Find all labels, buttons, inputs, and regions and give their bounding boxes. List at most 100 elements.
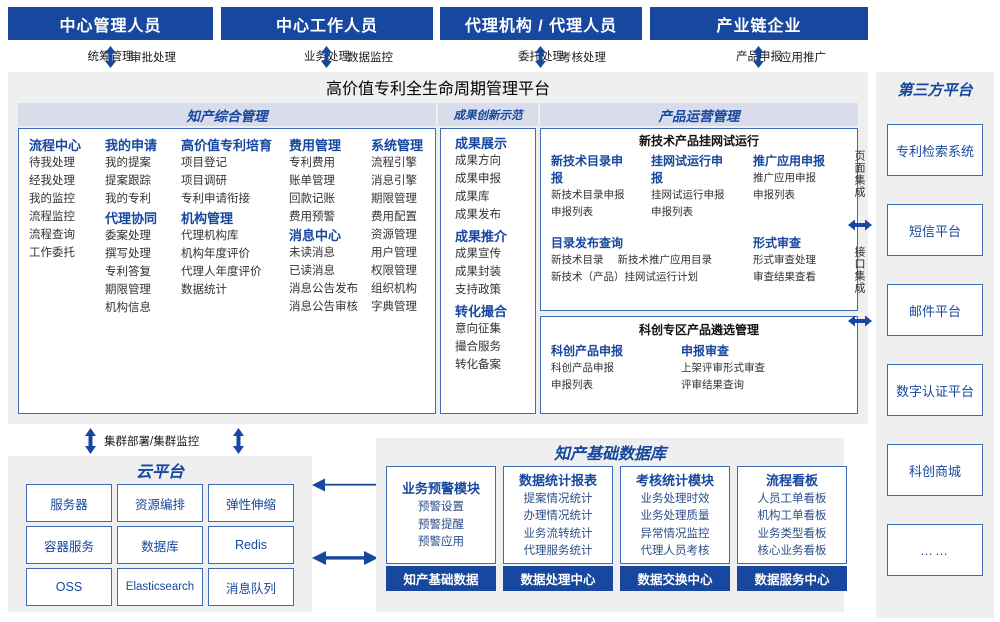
product-leaf[interactable]: 申报列表: [753, 189, 795, 201]
actor-title-2[interactable]: 代理机构 / 代理人员: [440, 7, 642, 40]
product-col-head[interactable]: 申报审查: [681, 344, 730, 358]
ip-leaf[interactable]: 专利答复: [105, 266, 151, 278]
ip-leaf[interactable]: 专利费用: [289, 157, 335, 169]
achievement-leaf[interactable]: 成果宣传: [455, 248, 501, 260]
ip-leaf[interactable]: 流程查询: [29, 229, 75, 241]
product-leaf[interactable]: 挂网试运行申报: [651, 189, 725, 201]
achievement-head[interactable]: 成果展示: [455, 136, 508, 151]
db-footer-service-center[interactable]: 数据服务中心: [737, 566, 847, 591]
ip-leaf[interactable]: 期限管理: [371, 193, 417, 205]
ip-leaf[interactable]: 消息引擎: [371, 175, 417, 187]
db-leaf[interactable]: 业务处理质量: [640, 510, 710, 522]
ip-column-head-2[interactable]: 机构管理: [181, 211, 234, 226]
db-leaf[interactable]: 办理情况统计: [523, 510, 593, 522]
db-leaf[interactable]: 业务处理时效: [640, 492, 710, 505]
product-col-head[interactable]: 挂网试运行申报: [651, 154, 724, 185]
db-leaf[interactable]: 异常情况监控: [640, 527, 710, 540]
cloud-item-database[interactable]: 数据库: [117, 526, 203, 564]
achievement-leaf[interactable]: 成果库: [455, 191, 490, 203]
db-leaf[interactable]: 业务流转统计: [523, 527, 593, 540]
actor-title-3[interactable]: 产业链企业: [650, 7, 868, 40]
ip-leaf[interactable]: 已读消息: [289, 265, 335, 277]
ip-leaf[interactable]: 经我处理: [29, 175, 75, 187]
achievement-leaf[interactable]: 支持政策: [455, 284, 501, 296]
ip-leaf[interactable]: 期限管理: [105, 284, 151, 296]
ip-column-head[interactable]: 流程中心: [29, 138, 82, 153]
product-leaf[interactable]: 科创产品申报: [551, 362, 614, 374]
product-leaf[interactable]: 评审结果查询: [681, 379, 744, 391]
ip-leaf[interactable]: 我的监控: [29, 193, 75, 205]
ip-leaf[interactable]: 资源管理: [371, 229, 417, 241]
ip-leaf[interactable]: 消息公告发布: [289, 283, 358, 295]
achievement-leaf[interactable]: 转化备案: [455, 359, 501, 371]
ip-leaf[interactable]: 提案跟踪: [105, 175, 151, 187]
product-leaf[interactable]: 申报列表: [651, 206, 693, 218]
product-col-head[interactable]: 科创产品申报: [551, 344, 624, 358]
achievement-head[interactable]: 转化撮合: [455, 304, 508, 319]
product-leaf[interactable]: 审查结果查看: [753, 271, 816, 283]
db-leaf[interactable]: 代理服务统计: [523, 545, 593, 557]
cloud-item-server[interactable]: 服务器: [26, 484, 112, 522]
db-leaf[interactable]: 核心业务看板: [757, 545, 827, 557]
third-party-item-email[interactable]: 邮件平台: [887, 284, 983, 336]
ip-leaf[interactable]: 专利申请衔接: [181, 193, 250, 205]
product-leaf[interactable]: 申报列表: [551, 379, 593, 391]
ip-leaf[interactable]: 权限管理: [371, 265, 417, 277]
ip-leaf[interactable]: 项目调研: [181, 175, 227, 187]
db-leaf[interactable]: 预警应用: [418, 536, 464, 549]
ip-leaf[interactable]: 我的专利: [105, 193, 151, 205]
db-card-head[interactable]: 流程看板: [765, 472, 818, 488]
db-leaf[interactable]: 提案情况统计: [523, 492, 593, 505]
ip-leaf[interactable]: 流程监控: [29, 211, 75, 223]
product-leaf[interactable]: 申报列表: [551, 206, 593, 218]
ip-column-head[interactable]: 高价值专利培育: [181, 138, 273, 153]
ip-leaf[interactable]: 我的提案: [105, 157, 151, 169]
product-col-head[interactable]: 形式审查: [753, 236, 802, 250]
ip-leaf[interactable]: 工作委托: [29, 247, 75, 259]
db-footer-exchange-center[interactable]: 数据交换中心: [620, 566, 730, 591]
db-leaf[interactable]: 预警提醒: [418, 518, 464, 531]
achievement-leaf[interactable]: 成果方向: [455, 155, 501, 167]
product-leaf[interactable]: 新技术目录申报: [551, 189, 625, 201]
ip-leaf[interactable]: 费用配置: [371, 211, 417, 223]
ip-leaf[interactable]: 回款记账: [289, 193, 335, 205]
achievement-leaf[interactable]: 成果申报: [455, 173, 501, 185]
achievement-leaf[interactable]: 撮合服务: [455, 341, 501, 353]
achievement-leaf[interactable]: 成果封装: [455, 266, 501, 278]
ip-leaf[interactable]: 账单管理: [289, 175, 335, 187]
cloud-item-mq[interactable]: 消息队列: [208, 568, 294, 606]
achievement-leaf[interactable]: 意向征集: [455, 323, 501, 335]
ip-leaf[interactable]: 未读消息: [289, 247, 335, 259]
product-leaf[interactable]: 形式审查处理: [753, 254, 816, 266]
ip-column-head[interactable]: 系统管理: [371, 138, 424, 153]
achievement-leaf[interactable]: 成果发布: [455, 209, 501, 221]
ip-leaf[interactable]: 机构信息: [105, 302, 151, 314]
db-card-head[interactable]: 考核统计模块: [635, 472, 714, 488]
product-leaf[interactable]: 新技术推广应用目录: [617, 254, 713, 266]
db-leaf[interactable]: 代理人员考核: [640, 545, 710, 557]
product-leaf[interactable]: 推广应用申报: [753, 172, 816, 184]
ip-column-head-2[interactable]: 消息中心: [289, 228, 342, 243]
db-footer-processing-center[interactable]: 数据处理中心: [503, 566, 613, 591]
cloud-item-redis[interactable]: Redis: [208, 526, 294, 564]
db-leaf[interactable]: 业务类型看板: [757, 527, 827, 540]
product-leaf[interactable]: 上架评审形式审查: [681, 362, 765, 374]
db-card-head[interactable]: 业务预警模块: [401, 481, 480, 497]
product-leaf[interactable]: 新技术目录: [551, 254, 604, 266]
product-col-head[interactable]: 推广应用申报: [753, 154, 826, 168]
ip-leaf[interactable]: 组织机构: [371, 283, 417, 295]
cloud-item-oss[interactable]: OSS: [26, 568, 112, 606]
third-party-item-patent-search[interactable]: 专利检索系统: [887, 124, 983, 176]
ip-column-head[interactable]: 我的申请: [105, 138, 158, 153]
db-leaf[interactable]: 人员工单看板: [757, 492, 827, 505]
product-col-head[interactable]: 目录发布查询: [551, 236, 624, 250]
ip-leaf[interactable]: 代理人年度评价: [181, 266, 262, 278]
third-party-item-digital-cert[interactable]: 数字认证平台: [887, 364, 983, 416]
ip-leaf[interactable]: 用户管理: [371, 247, 417, 259]
cloud-item-container[interactable]: 容器服务: [26, 526, 112, 564]
third-party-item-more[interactable]: ……: [887, 524, 983, 576]
ip-leaf[interactable]: 委案处理: [105, 230, 151, 242]
ip-leaf[interactable]: 待我处理: [29, 157, 75, 169]
db-card-head[interactable]: 数据统计报表: [518, 472, 597, 488]
achievement-head[interactable]: 成果推介: [455, 229, 508, 244]
